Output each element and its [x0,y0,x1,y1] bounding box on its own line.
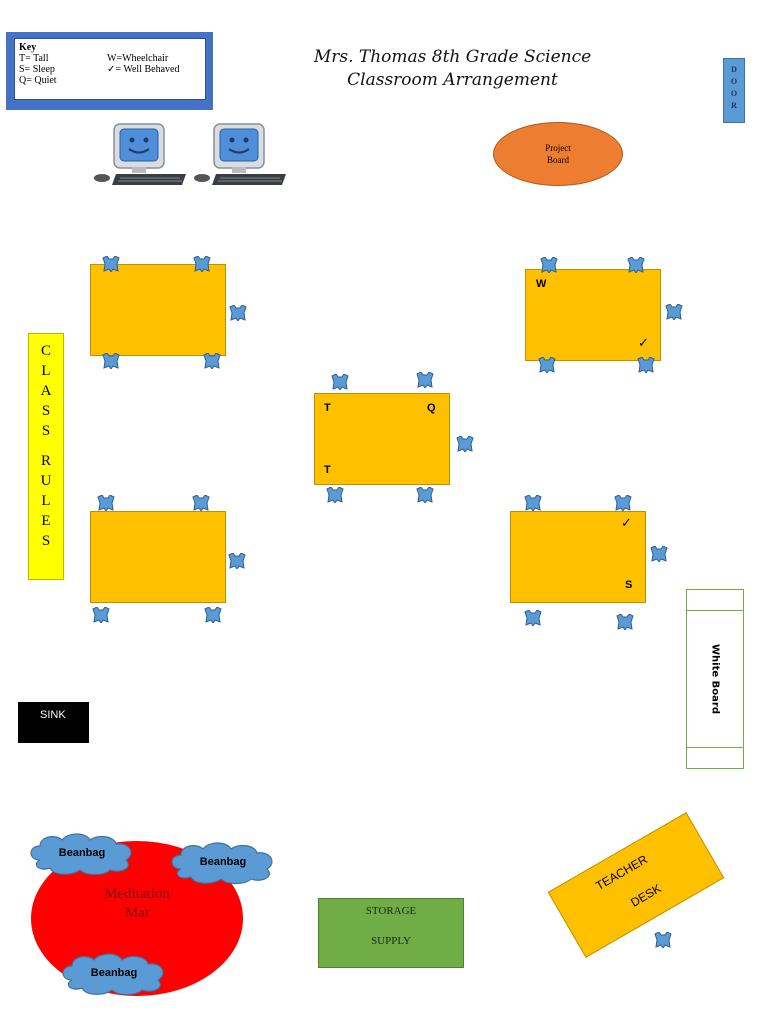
legend-item-well-behaved: ✓= Well Behaved [107,64,180,75]
chair-icon [524,495,542,511]
beanbag-label: Beanbag [90,967,138,979]
mark-sleep: S [625,579,633,591]
rules-letter: L [41,493,51,509]
legend-key: Key T= Tall S= Sleep Q= Quiet W=Wheelcha… [6,32,213,110]
door-letter: O [730,77,738,86]
chair-icon [416,487,434,503]
teacher-desk-line-1: TEACHER [593,852,650,893]
rules-letter: S [41,403,51,419]
title-line-2: Classroom Arrangement [347,70,558,90]
project-board-line-1: Project [545,143,571,153]
project-board: Project Board [493,122,623,186]
class-rules-poster: C L A S S R U L E S [28,333,64,580]
beanbag-cloud-icon [62,953,164,996]
rules-letter: E [41,513,51,529]
mark-tall: T [324,464,331,476]
beanbag-label: Beanbag [58,847,106,859]
beanbag: Beanbag [58,950,170,996]
legend-key-box: Key T= Tall S= Sleep Q= Quiet W=Wheelcha… [14,38,206,100]
mark-tall: T [324,402,331,414]
legend-item-quiet: Q= Quiet [19,75,57,86]
rules-letter: S [41,423,51,439]
chair-icon [228,553,246,569]
chair-icon [650,546,668,562]
chair-icon [654,932,672,948]
chair-icon [97,495,115,511]
rules-letter: L [41,363,51,379]
legend-item-wheelchair: W=Wheelchair [107,53,169,64]
legend-item-tall: T= Tall [19,53,49,64]
teacher-desk-line-2: DESK [628,881,664,910]
chair-icon [204,607,222,623]
door-letter: D [731,65,737,74]
chair-icon [616,614,634,630]
table-top-right: W ✓ [525,269,661,361]
mark-quiet: Q [427,402,436,414]
sink: SINK [18,702,89,743]
legend-item-sleep: S= Sleep [19,64,55,75]
chair-icon [524,610,542,626]
chair-icon [229,305,247,321]
project-board-line-2: Board [547,155,569,165]
chair-icon [331,374,349,390]
white-board-divider [687,610,743,611]
table-top-left [90,264,226,356]
chair-icon [614,495,632,511]
page-title: Mrs. Thomas 8th Grade Science Classroom … [230,46,675,92]
chair-icon [203,353,221,369]
table-bottom-left [90,511,226,603]
chair-icon [192,495,210,511]
chair-icon [538,357,556,373]
door-letter: R [731,101,737,110]
beanbag: Beanbag [167,839,279,885]
title-line-1: Mrs. Thomas 8th Grade Science [313,47,592,67]
meditation-mat-label: Meditation Mat [82,885,192,923]
legend-column-2: W=Wheelchair ✓= Well Behaved [107,53,179,75]
chair-icon [456,436,474,452]
computer-icon [94,123,186,185]
mark-wheelchair: W [536,278,547,290]
meditation-mat-line-1: Meditation [104,886,170,902]
storage-line-1: STORAGE [365,905,417,917]
chair-icon [102,256,120,272]
meditation-mat-line-2: Mat [124,905,150,921]
teacher-desk: TEACHER DESK [547,812,725,958]
checkmark-icon: ✓ [638,335,649,350]
chair-icon [326,487,344,503]
chair-icon [92,607,110,623]
chair-icon [416,372,434,388]
legend-title: Key [19,42,37,53]
rules-letter: C [40,343,51,359]
rules-letter: R [40,453,51,469]
chair-icon [637,357,655,373]
rules-letter: U [40,473,52,489]
checkmark-icon: ✓ [621,515,632,530]
legend-column-1: T= Tall S= Sleep Q= Quiet [19,53,57,86]
table-bottom-right: ✓ S [510,511,646,603]
white-board-divider [687,747,743,748]
door-letter: O [730,89,738,98]
chair-icon [627,257,645,273]
computer-icon [194,123,286,185]
rules-letter: A [40,383,52,399]
chair-icon [665,304,683,320]
storage-supply: STORAGE SUPPLY [318,898,464,968]
chair-icon [102,353,120,369]
door: D O O R [723,58,745,123]
beanbag-label: Beanbag [199,856,247,868]
table-center: T Q T [314,393,450,485]
beanbag-cloud-icon [30,833,132,876]
white-board-label: White Board [709,644,721,714]
white-board: White Board [686,589,744,769]
beanbag: Beanbag [26,830,138,876]
beanbag-cloud-icon [171,842,273,885]
rules-letter: S [41,533,51,549]
chair-icon [193,256,211,272]
chair-icon [540,257,558,273]
storage-line-2: SUPPLY [371,935,411,947]
